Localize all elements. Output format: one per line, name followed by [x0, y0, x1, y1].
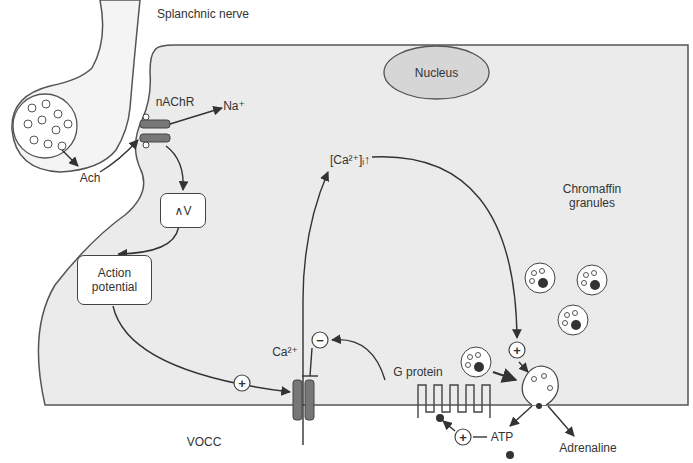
arrows	[62, 108, 574, 445]
flow-arrow	[118, 228, 178, 254]
vocc-channel	[293, 380, 314, 420]
receptor-label: nAChR	[156, 95, 195, 109]
ion-label: Na⁺	[223, 99, 245, 113]
nerve-terminal	[12, 0, 140, 172]
process-box: Action potential	[77, 255, 152, 305]
molecule-label: ATP	[491, 430, 513, 444]
protein-label: G protein	[393, 365, 442, 379]
hormone-label: Adrenaline	[559, 441, 616, 455]
sign-symbol: −	[316, 334, 324, 347]
node-text: Action potential	[80, 266, 149, 294]
nucleus-ellipse: Nucleus	[383, 45, 490, 100]
atp-molecule	[436, 414, 444, 422]
gpcr-symbol	[418, 385, 490, 418]
synaptic-vesicles	[24, 100, 72, 150]
potential-box: ∧V	[160, 193, 206, 228]
sign-symbol: +	[513, 344, 521, 357]
node-text: ∧V	[175, 204, 192, 218]
vesicle-pool	[13, 94, 77, 158]
cell-body	[38, 45, 688, 405]
calcium-label: [Ca²⁺]ᵢ↑	[330, 153, 370, 167]
channel-label: VOCC	[187, 435, 222, 449]
atp-molecule	[506, 451, 514, 459]
transmitter-label: Ach	[80, 171, 101, 185]
sign-circles	[234, 332, 525, 445]
sign-symbol: +	[238, 377, 246, 390]
nachr-receptor	[140, 114, 170, 148]
ion-label: Ca²⁺	[272, 345, 298, 359]
chromaffin-granules	[461, 263, 607, 409]
nerve-label: Splanchnic nerve	[157, 7, 249, 21]
granule-label: Chromaffin granules	[552, 182, 632, 210]
sign-symbol: +	[459, 431, 467, 444]
node-text: Nucleus	[415, 66, 458, 80]
